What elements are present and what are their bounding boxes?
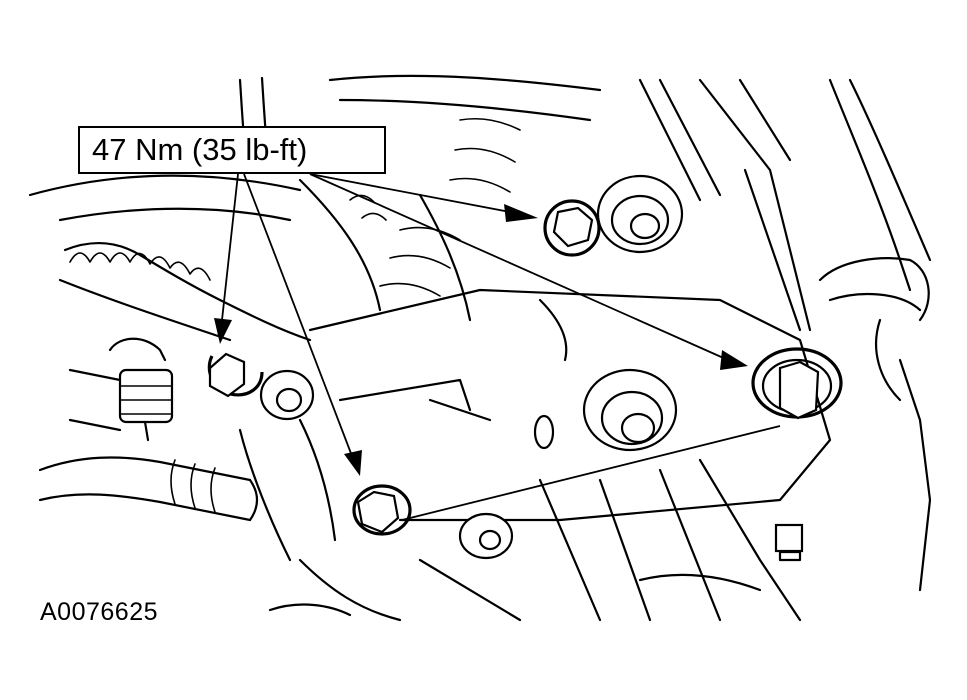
torque-callout: 47 Nm (35 lb-ft) — [78, 126, 386, 174]
small-bolt-lower-right — [774, 523, 804, 562]
leader-arrow-icon — [344, 450, 362, 476]
mount-bushings — [259, 174, 804, 562]
center-bushing — [582, 368, 678, 452]
leader-arrow-icon — [720, 350, 748, 370]
hex-bolt-icon — [352, 484, 412, 536]
leader-arrows — [214, 204, 748, 476]
left-bushing — [259, 369, 315, 421]
leader-arrow-icon — [214, 318, 232, 344]
torque-callout-label: 47 Nm (35 lb-ft) — [92, 132, 308, 167]
hex-bolt-icon — [543, 199, 601, 257]
leader-arrow-icon — [504, 204, 538, 222]
leader-lines — [221, 173, 781, 521]
torque-bolts — [207, 199, 843, 536]
hex-bolt-icon — [207, 352, 264, 398]
hex-bolt-icon — [751, 347, 843, 420]
figure-id: A0076625 — [40, 598, 159, 626]
lower-boss — [458, 512, 514, 560]
upper-bushing — [596, 174, 684, 254]
